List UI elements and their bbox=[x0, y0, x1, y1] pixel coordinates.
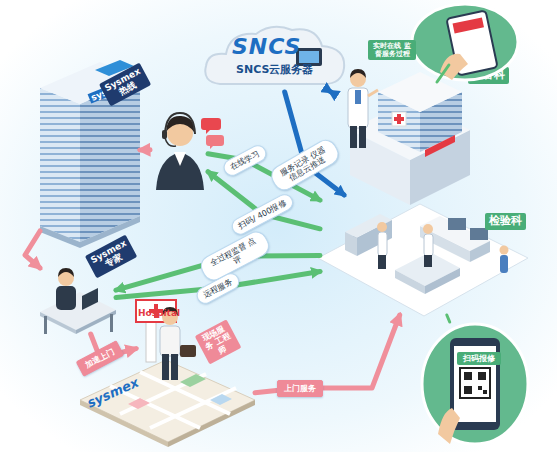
node-outline bbox=[420, 322, 530, 447]
doctor bbox=[348, 69, 378, 148]
field-engineer bbox=[136, 300, 196, 380]
flow-arrow bbox=[447, 315, 450, 322]
logo-text: SNCS bbox=[232, 34, 301, 59]
cloud-server: SNCS SNCS云服务器 bbox=[200, 22, 350, 92]
dept-tag: 检验科 bbox=[485, 213, 526, 230]
field-engineer: Hospital现场服务 工程师 bbox=[136, 300, 202, 380]
expert-desk: Sysmex 专家 bbox=[40, 268, 116, 334]
expert-desk bbox=[40, 268, 116, 334]
scan-caption: 扫码报修 bbox=[457, 352, 501, 365]
hospital-sign: Hospital bbox=[138, 308, 180, 318]
role-tag: Sysmex 热线 bbox=[99, 63, 151, 106]
role-tag: Sysmex 专家 bbox=[85, 235, 137, 278]
qr-phone: 扫码报修 bbox=[420, 322, 530, 447]
flow-tag: 上门服务 bbox=[277, 380, 323, 397]
flow-arrow bbox=[140, 147, 150, 152]
lab-room: 检验科 bbox=[320, 195, 525, 315]
server-title: SNCS云服务器 bbox=[236, 64, 313, 77]
callout-bubble: 实时在线 监督服务过程 bbox=[410, 2, 520, 82]
hotline-operator: Sysmex 热线 bbox=[150, 108, 208, 190]
cloud-label: 扫码/ 400报修 bbox=[228, 191, 295, 237]
role-tag: 现场服务 工程师 bbox=[195, 319, 242, 364]
lab-floor bbox=[318, 204, 528, 316]
map-logo: sysmex bbox=[85, 376, 141, 412]
hospital-building: 设备科 bbox=[330, 65, 470, 205]
callout-tag: 实时在线 监督服务过程 bbox=[368, 40, 416, 60]
node-outline bbox=[410, 2, 520, 82]
cloud-label: 在线学习 bbox=[221, 142, 270, 179]
flow-arrow bbox=[437, 65, 449, 82]
flow-tag: 加速上门 bbox=[76, 340, 125, 377]
flow-arrow bbox=[330, 89, 331, 95]
cloud-label: 服务记录 仪器信息云推送 bbox=[267, 136, 343, 195]
flow-arrow bbox=[25, 231, 40, 268]
hotline-operator bbox=[156, 113, 224, 190]
city-map: sysmex bbox=[80, 360, 255, 444]
